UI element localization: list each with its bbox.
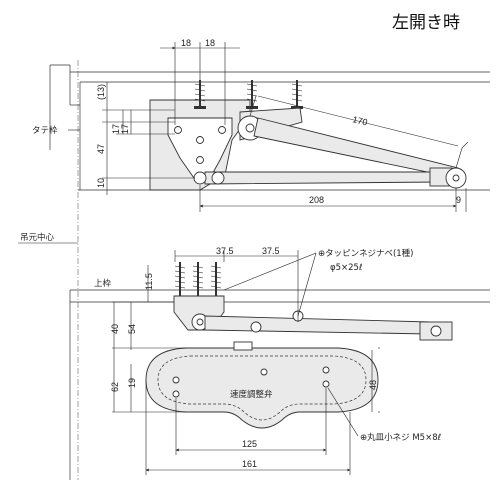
dim-47: 47 bbox=[96, 144, 106, 154]
dim-48: 48 bbox=[368, 380, 378, 390]
main-arm bbox=[253, 117, 459, 179]
label-top-frame: 上枠 bbox=[94, 278, 112, 289]
dim-13: (13) bbox=[96, 84, 106, 100]
tapping-screw-1 bbox=[174, 262, 186, 296]
label-round-head-screw: ⊕丸皿小ネジ M5×8ℓ bbox=[360, 432, 441, 443]
tapping-screw-3 bbox=[210, 262, 222, 296]
wood-screw-3 bbox=[291, 80, 303, 109]
dim-161: 161 bbox=[242, 459, 257, 469]
wood-screw-1 bbox=[194, 80, 206, 109]
dim-18-right: 18 bbox=[205, 38, 215, 48]
wood-screw-2 bbox=[246, 80, 258, 109]
dim-125: 125 bbox=[242, 439, 257, 449]
dim-37-5-right: 37.5 bbox=[262, 246, 280, 256]
dim-40: 40 bbox=[110, 324, 120, 334]
label-tapping-screw-2: φ5×25ℓ bbox=[330, 263, 362, 273]
dim-10: 10 bbox=[96, 178, 106, 188]
dim-18-left: 18 bbox=[181, 38, 191, 48]
dim-37-5-left: 37.5 bbox=[216, 246, 234, 256]
bottom-arm bbox=[204, 315, 431, 335]
bottom-view: 上枠 bbox=[69, 246, 490, 480]
drawing-title: 左開き時 bbox=[392, 13, 460, 33]
label-hinge-center: 吊元中心 bbox=[20, 232, 55, 243]
dim-19: 19 bbox=[127, 378, 137, 388]
label-frame-vertical: タテ枠 bbox=[32, 125, 58, 136]
dim-9: 9 bbox=[456, 195, 461, 205]
dim-54: 54 bbox=[127, 324, 137, 334]
dim-208: 208 bbox=[309, 195, 324, 205]
forearm bbox=[204, 171, 441, 185]
dim-170: 170 bbox=[352, 114, 369, 127]
dim-17: 17 bbox=[111, 124, 121, 134]
tapping-screw-2 bbox=[192, 262, 204, 296]
dim-11-5: 11.5 bbox=[144, 273, 154, 290]
dim-17b: 17 bbox=[120, 124, 130, 134]
dim-62: 62 bbox=[110, 382, 120, 392]
label-tapping-screw-1: ⊕タッピンネジナベ(1種) bbox=[318, 248, 414, 259]
closer-body bbox=[145, 347, 379, 429]
top-view: タテ枠 bbox=[32, 38, 490, 212]
label-speed-adjust-valve: 速度調整弁 bbox=[230, 389, 273, 400]
